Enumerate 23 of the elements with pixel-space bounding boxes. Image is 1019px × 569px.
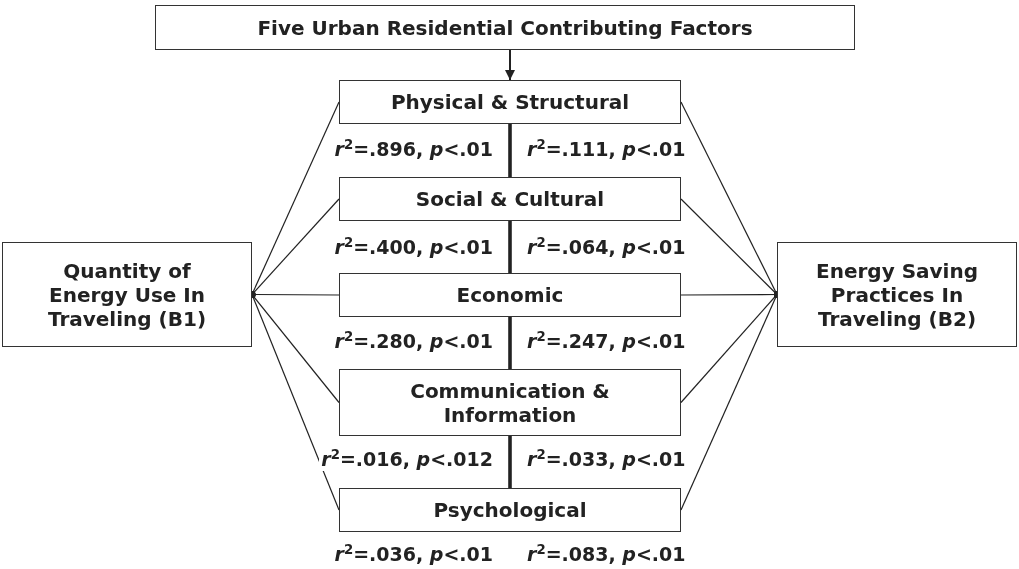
factor-box: Social & Cultural — [339, 177, 681, 221]
statistic-label: r$^{2}$=.033, p<.01 — [525, 448, 688, 471]
connector-line — [508, 124, 512, 177]
factor-box: Economic — [339, 273, 681, 317]
connector-line — [508, 317, 512, 369]
factor-box: Psychological — [339, 488, 681, 532]
statistic-label: r$^{2}$=.064, p<.01 — [525, 236, 688, 259]
statistic-label: r$^{2}$=.016, p<.012 — [319, 448, 495, 471]
arrow — [505, 49, 515, 81]
statistic-label: r$^{2}$=.083, p<.01 — [525, 543, 688, 566]
statistic-label: r$^{2}$=.036, p<.01 — [332, 543, 495, 566]
statistic-label: r$^{2}$=.111, p<.01 — [525, 138, 688, 161]
connector-line — [508, 221, 512, 273]
factor-box: Physical & Structural — [339, 80, 681, 124]
statistic-label: r$^{2}$=.400, p<.01 — [332, 236, 495, 259]
connector-line — [508, 436, 512, 488]
statistic-label: r$^{2}$=.247, p<.01 — [525, 330, 688, 353]
statistic-label: r$^{2}$=.896, p<.01 — [332, 138, 495, 161]
factor-box: Communication & Information — [339, 369, 681, 436]
statistic-label: r$^{2}$=.280, p<.01 — [332, 330, 495, 353]
outcome-box: Energy Saving Practices In Traveling (B2) — [777, 242, 1017, 347]
header-box: Five Urban Residential Contributing Factors — [155, 5, 855, 50]
outcome-box: Quantity of Energy Use In Traveling (B1) — [2, 242, 252, 347]
